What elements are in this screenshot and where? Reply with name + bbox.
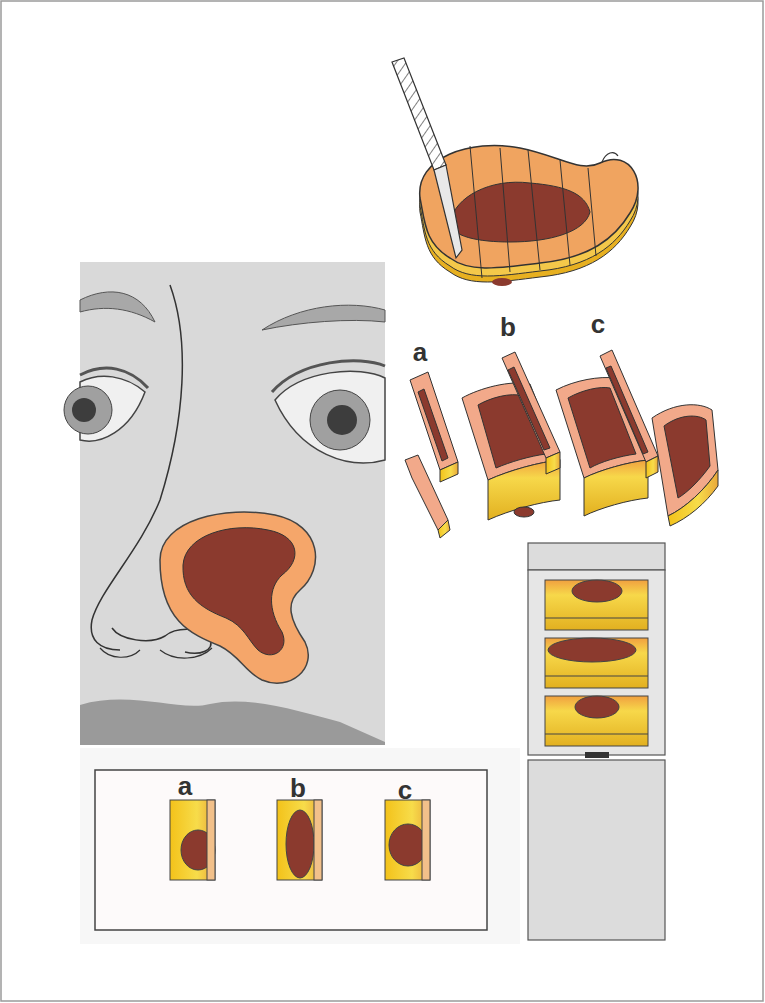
slice-letter: a xyxy=(413,339,427,365)
section-letter: b xyxy=(290,775,306,801)
cryostat xyxy=(528,543,665,940)
glass-slide xyxy=(80,748,520,944)
specimen xyxy=(392,58,638,286)
slice-letter: b xyxy=(500,314,516,340)
tissue-slices xyxy=(405,350,718,538)
face-panel xyxy=(64,262,385,745)
section-letter: a xyxy=(178,773,192,799)
section-letter: c xyxy=(398,777,412,803)
slide-box: abc xyxy=(95,770,487,794)
slice-letter: c xyxy=(591,311,605,337)
